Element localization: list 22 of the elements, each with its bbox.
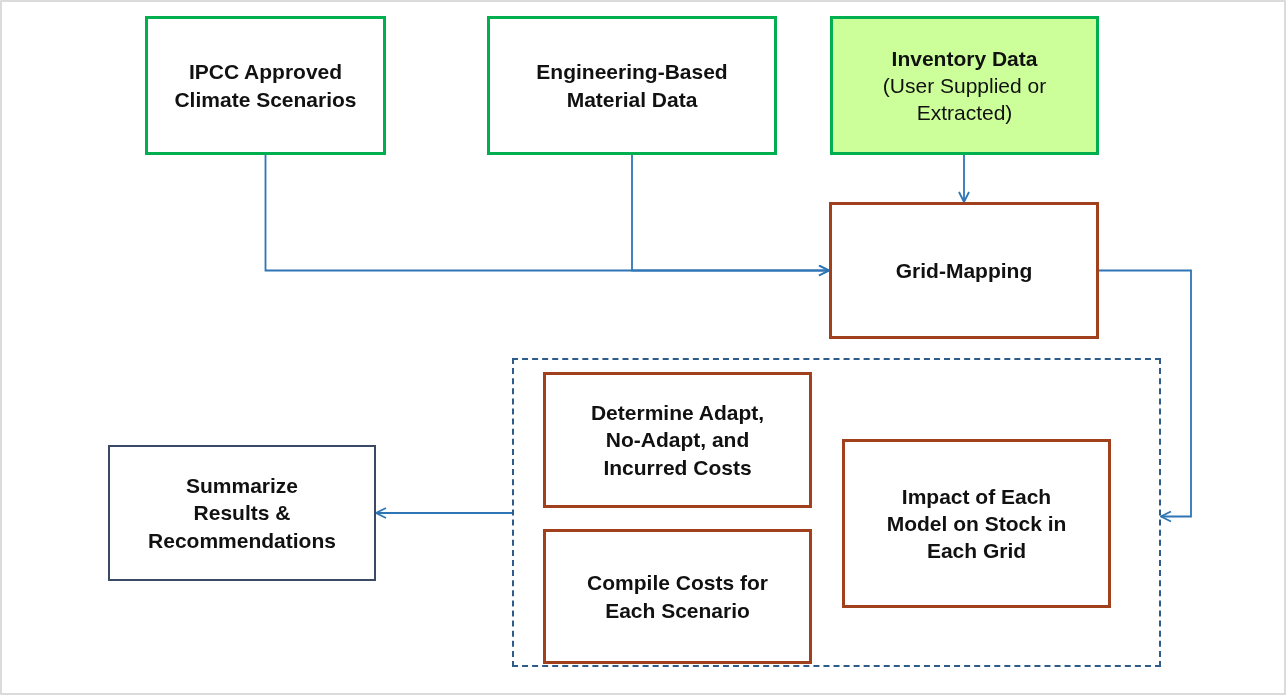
process-box <box>543 529 812 664</box>
arrow <box>631 154 830 277</box>
box-title: Engineering-Based Material Data <box>535 59 729 113</box>
box-title: Grid-Mapping <box>894 257 1034 284</box>
arrow <box>375 507 513 519</box>
box-title: Compile Costs for Each Scenario <box>586 570 769 624</box>
output-box <box>108 445 376 581</box>
process-box <box>842 439 1111 608</box>
dashed-group-box <box>512 358 1161 667</box>
box-title: IPCC Approved Climate Scenarios <box>173 59 358 113</box>
input-box <box>487 16 777 155</box>
input-box <box>830 16 1099 155</box>
box-title: Determine Adapt, No-Adapt, and Incurred Costs <box>589 400 766 481</box>
process-box <box>543 372 812 508</box>
box-title: Impact of Each Model on Stock in Each Grid <box>885 483 1068 565</box>
arrow <box>1098 269 1192 523</box>
box-title: Inventory Data <box>890 45 1039 72</box>
box-title: Summarize Results & Recommendations <box>147 473 337 554</box>
box-subtitle: (User Supplied or Extracted) <box>881 72 1048 127</box>
input-box <box>145 16 386 155</box>
arrow <box>958 154 970 203</box>
process-box <box>829 202 1099 339</box>
